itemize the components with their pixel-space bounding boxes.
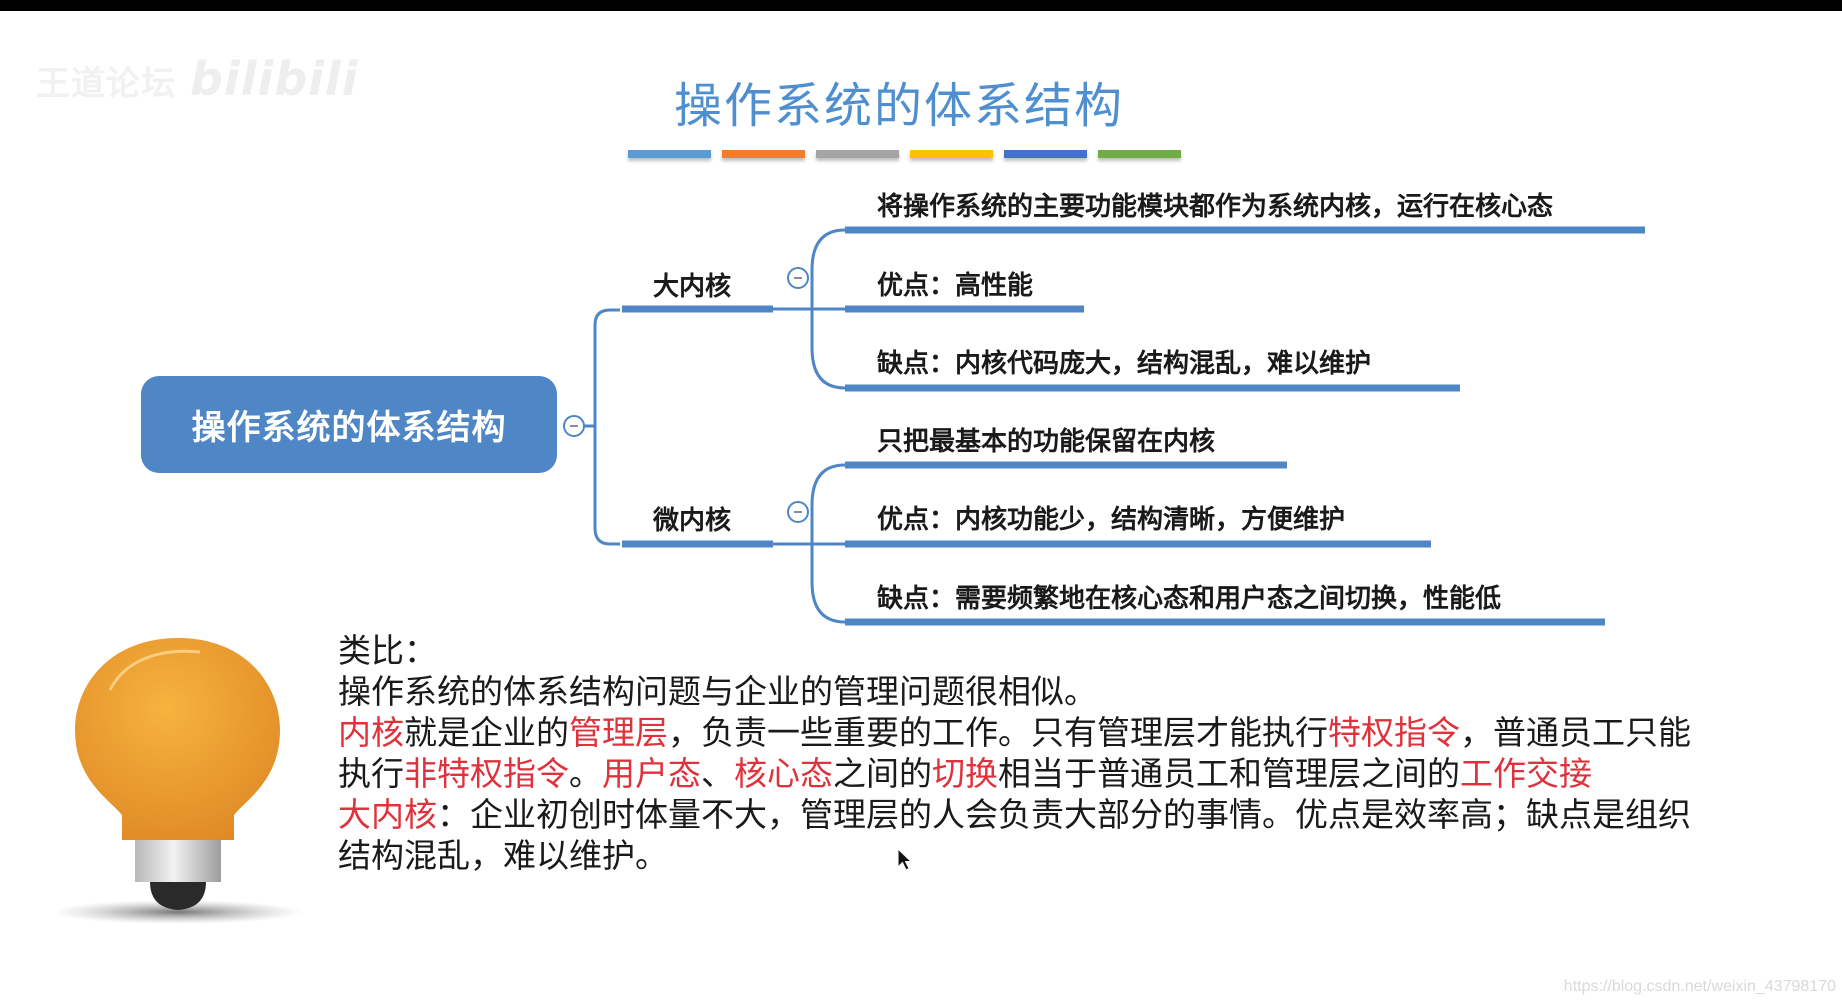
leaf-monolithic-cons[interactable]: 缺点：内核代码庞大，结构混乱，难以维护 <box>877 349 1372 379</box>
analogy-line-5: 结构混乱，难以维护。 <box>338 836 668 875</box>
branch-node-monolithic-kernel[interactable]: 大内核 <box>653 272 732 302</box>
leaf-microkernel-definition[interactable]: 只把最基本的功能保留在内核 <box>877 427 1216 457</box>
highlight-nonprivileged-instr: 非特权指令 <box>404 754 569 793</box>
watermark-csdn-url: https://blog.csdn.net/weixin_43798170 <box>1563 978 1836 995</box>
highlight-kernel-mode: 核心态 <box>734 754 833 793</box>
text-segment: 执行 <box>338 754 404 793</box>
lightbulb-icon <box>53 638 303 924</box>
highlight-management: 管理层 <box>569 713 668 752</box>
collapse-monolithic-icon[interactable] <box>787 267 809 289</box>
watermark-text: 王道论坛 <box>36 64 176 104</box>
text-segment: 相当于普通员工和管理层之间的 <box>998 754 1460 793</box>
color-bar-4 <box>910 150 993 158</box>
highlight-monolithic: 大内核 <box>338 795 437 834</box>
text-segment: 。 <box>569 754 602 793</box>
highlight-privileged-instr: 特权指令 <box>1328 713 1460 752</box>
analogy-heading: 类比： <box>338 631 437 670</box>
mouse-cursor-icon <box>897 848 913 871</box>
top-black-bar <box>0 0 1842 11</box>
title-color-bars <box>628 150 1181 158</box>
leaf-monolithic-pros[interactable]: 优点：高性能 <box>877 271 1034 301</box>
bilibili-logo: bilibili <box>190 52 359 106</box>
analogy-text-block: 类比： 操作系统的体系结构问题与企业的管理问题很相似。 内核就是企业的管理层，负… <box>338 630 1778 876</box>
text-segment: 、 <box>701 754 734 793</box>
collapse-microkernel-icon[interactable] <box>787 501 809 523</box>
analogy-line-3: 执行非特权指令。用户态、核心态之间的切换相当于普通员工和管理层之间的工作交接 <box>338 753 1778 794</box>
slide-title: 操作系统的体系结构 <box>673 78 1124 134</box>
color-bar-1 <box>628 150 711 158</box>
color-bar-6 <box>1098 150 1181 158</box>
leaf-microkernel-cons[interactable]: 缺点：需要频繁地在核心态和用户态之间切换，性能低 <box>877 584 1502 614</box>
highlight-kernel: 内核 <box>338 713 404 752</box>
text-segment: ，普通员工只能 <box>1460 713 1691 752</box>
text-segment: ，负责一些重要的工作。只有管理层才能执行 <box>668 713 1328 752</box>
highlight-user-mode: 用户态 <box>602 754 701 793</box>
analogy-line-4: 大内核：企业初创时体量不大，管理层的人会负责大部分的事情。优点是效率高；缺点是组… <box>338 794 1778 835</box>
mindmap-root-node[interactable]: 操作系统的体系结构 <box>141 376 557 473</box>
watermark-wangdao-bilibili: 王道论坛 bilibili <box>36 52 358 106</box>
text-segment: 就是企业的 <box>404 713 569 752</box>
highlight-switch: 切换 <box>932 754 998 793</box>
analogy-line-1: 操作系统的体系结构问题与企业的管理问题很相似。 <box>338 672 1097 711</box>
leaf-microkernel-pros[interactable]: 优点：内核功能少，结构清晰，方便维护 <box>877 505 1346 535</box>
color-bar-3 <box>816 150 899 158</box>
text-segment: ：企业初创时体量不大，管理层的人会负责大部分的事情。优点是效率高；缺点是组织 <box>437 795 1691 834</box>
analogy-line-2: 内核就是企业的管理层，负责一些重要的工作。只有管理层才能执行特权指令，普通员工只… <box>338 712 1778 753</box>
collapse-root-icon[interactable] <box>563 415 585 437</box>
color-bar-5 <box>1004 150 1087 158</box>
text-segment: 之间的 <box>833 754 932 793</box>
color-bar-2 <box>722 150 805 158</box>
branch-node-microkernel[interactable]: 微内核 <box>653 506 732 536</box>
leaf-monolithic-definition[interactable]: 将操作系统的主要功能模块都作为系统内核，运行在核心态 <box>877 192 1554 222</box>
highlight-handover: 工作交接 <box>1460 754 1592 793</box>
